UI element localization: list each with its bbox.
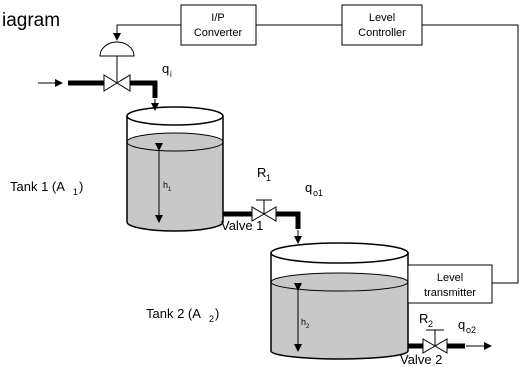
h2-label: h 2 <box>301 317 310 330</box>
svg-text:1: 1 <box>266 173 271 183</box>
tank-2-label: Tank 2 (A 2 ) <box>146 306 219 324</box>
svg-text:i: i <box>170 70 172 79</box>
tank-1: h 1 <box>126 106 224 232</box>
tank-2-top <box>270 242 409 264</box>
ip-converter-line1: I/P <box>211 12 224 24</box>
diagram-title: iagram <box>2 10 60 31</box>
svg-text:Tank 2 (A: Tank 2 (A <box>146 306 201 321</box>
svg-text:h: h <box>163 180 168 190</box>
r1-label: R 1 <box>257 165 271 183</box>
level-controller-block: Level Controller <box>341 4 423 46</box>
ip-converter-block: I/P Converter <box>180 4 257 46</box>
actuator-dome <box>99 41 135 82</box>
svg-text:Tank 1 (A: Tank 1 (A <box>10 179 65 194</box>
svg-text:1: 1 <box>73 187 78 197</box>
tank-1-to-tank-2-pipe <box>276 211 301 229</box>
valve-1-label: Valve 1 <box>221 218 263 233</box>
svg-text:): ) <box>215 306 219 321</box>
inlet-outflow-pipe <box>130 80 158 98</box>
ip-converter-line2: Converter <box>194 27 243 39</box>
svg-text:o2: o2 <box>466 325 476 335</box>
svg-text:q: q <box>162 61 169 76</box>
qo1-label: q o1 <box>305 180 323 198</box>
level-controller-line1: Level <box>369 12 395 24</box>
level-transmitter-line1: Level <box>437 272 463 284</box>
level-transmitter-block: Level transmitter <box>407 264 493 304</box>
qo2-label: q o2 <box>458 317 476 335</box>
tank-1-top <box>126 106 224 126</box>
tank-1-label: Tank 1 (A 1 ) <box>10 179 83 197</box>
svg-text:o1: o1 <box>313 188 323 198</box>
tank-2: h 2 <box>270 242 409 360</box>
valve-1-icon <box>251 199 277 222</box>
qi-label: q i <box>162 61 172 79</box>
svg-text:R: R <box>419 311 428 326</box>
svg-text:q: q <box>305 180 312 195</box>
svg-text:2: 2 <box>306 324 310 330</box>
level-controller-line2: Controller <box>358 27 406 39</box>
svg-text:q: q <box>458 317 465 332</box>
transmitter-feedback-line <box>422 24 519 284</box>
tank-1-liquid <box>127 142 223 222</box>
svg-text:): ) <box>79 179 83 194</box>
svg-text:1: 1 <box>168 187 172 193</box>
valve-2-label: Valve 2 <box>400 352 442 367</box>
tank-2-liquid <box>271 282 408 351</box>
valve-2-icon <box>422 329 448 354</box>
svg-text:2: 2 <box>428 319 433 329</box>
h1-label: h 1 <box>163 180 172 193</box>
svg-text:R: R <box>257 165 266 180</box>
converter-to-actuator-line <box>113 24 181 41</box>
svg-text:h: h <box>301 317 306 327</box>
level-transmitter-line2: transmitter <box>424 287 476 299</box>
svg-text:2: 2 <box>209 314 214 324</box>
signal-lines <box>113 24 519 284</box>
r2-label: R 2 <box>419 311 433 329</box>
